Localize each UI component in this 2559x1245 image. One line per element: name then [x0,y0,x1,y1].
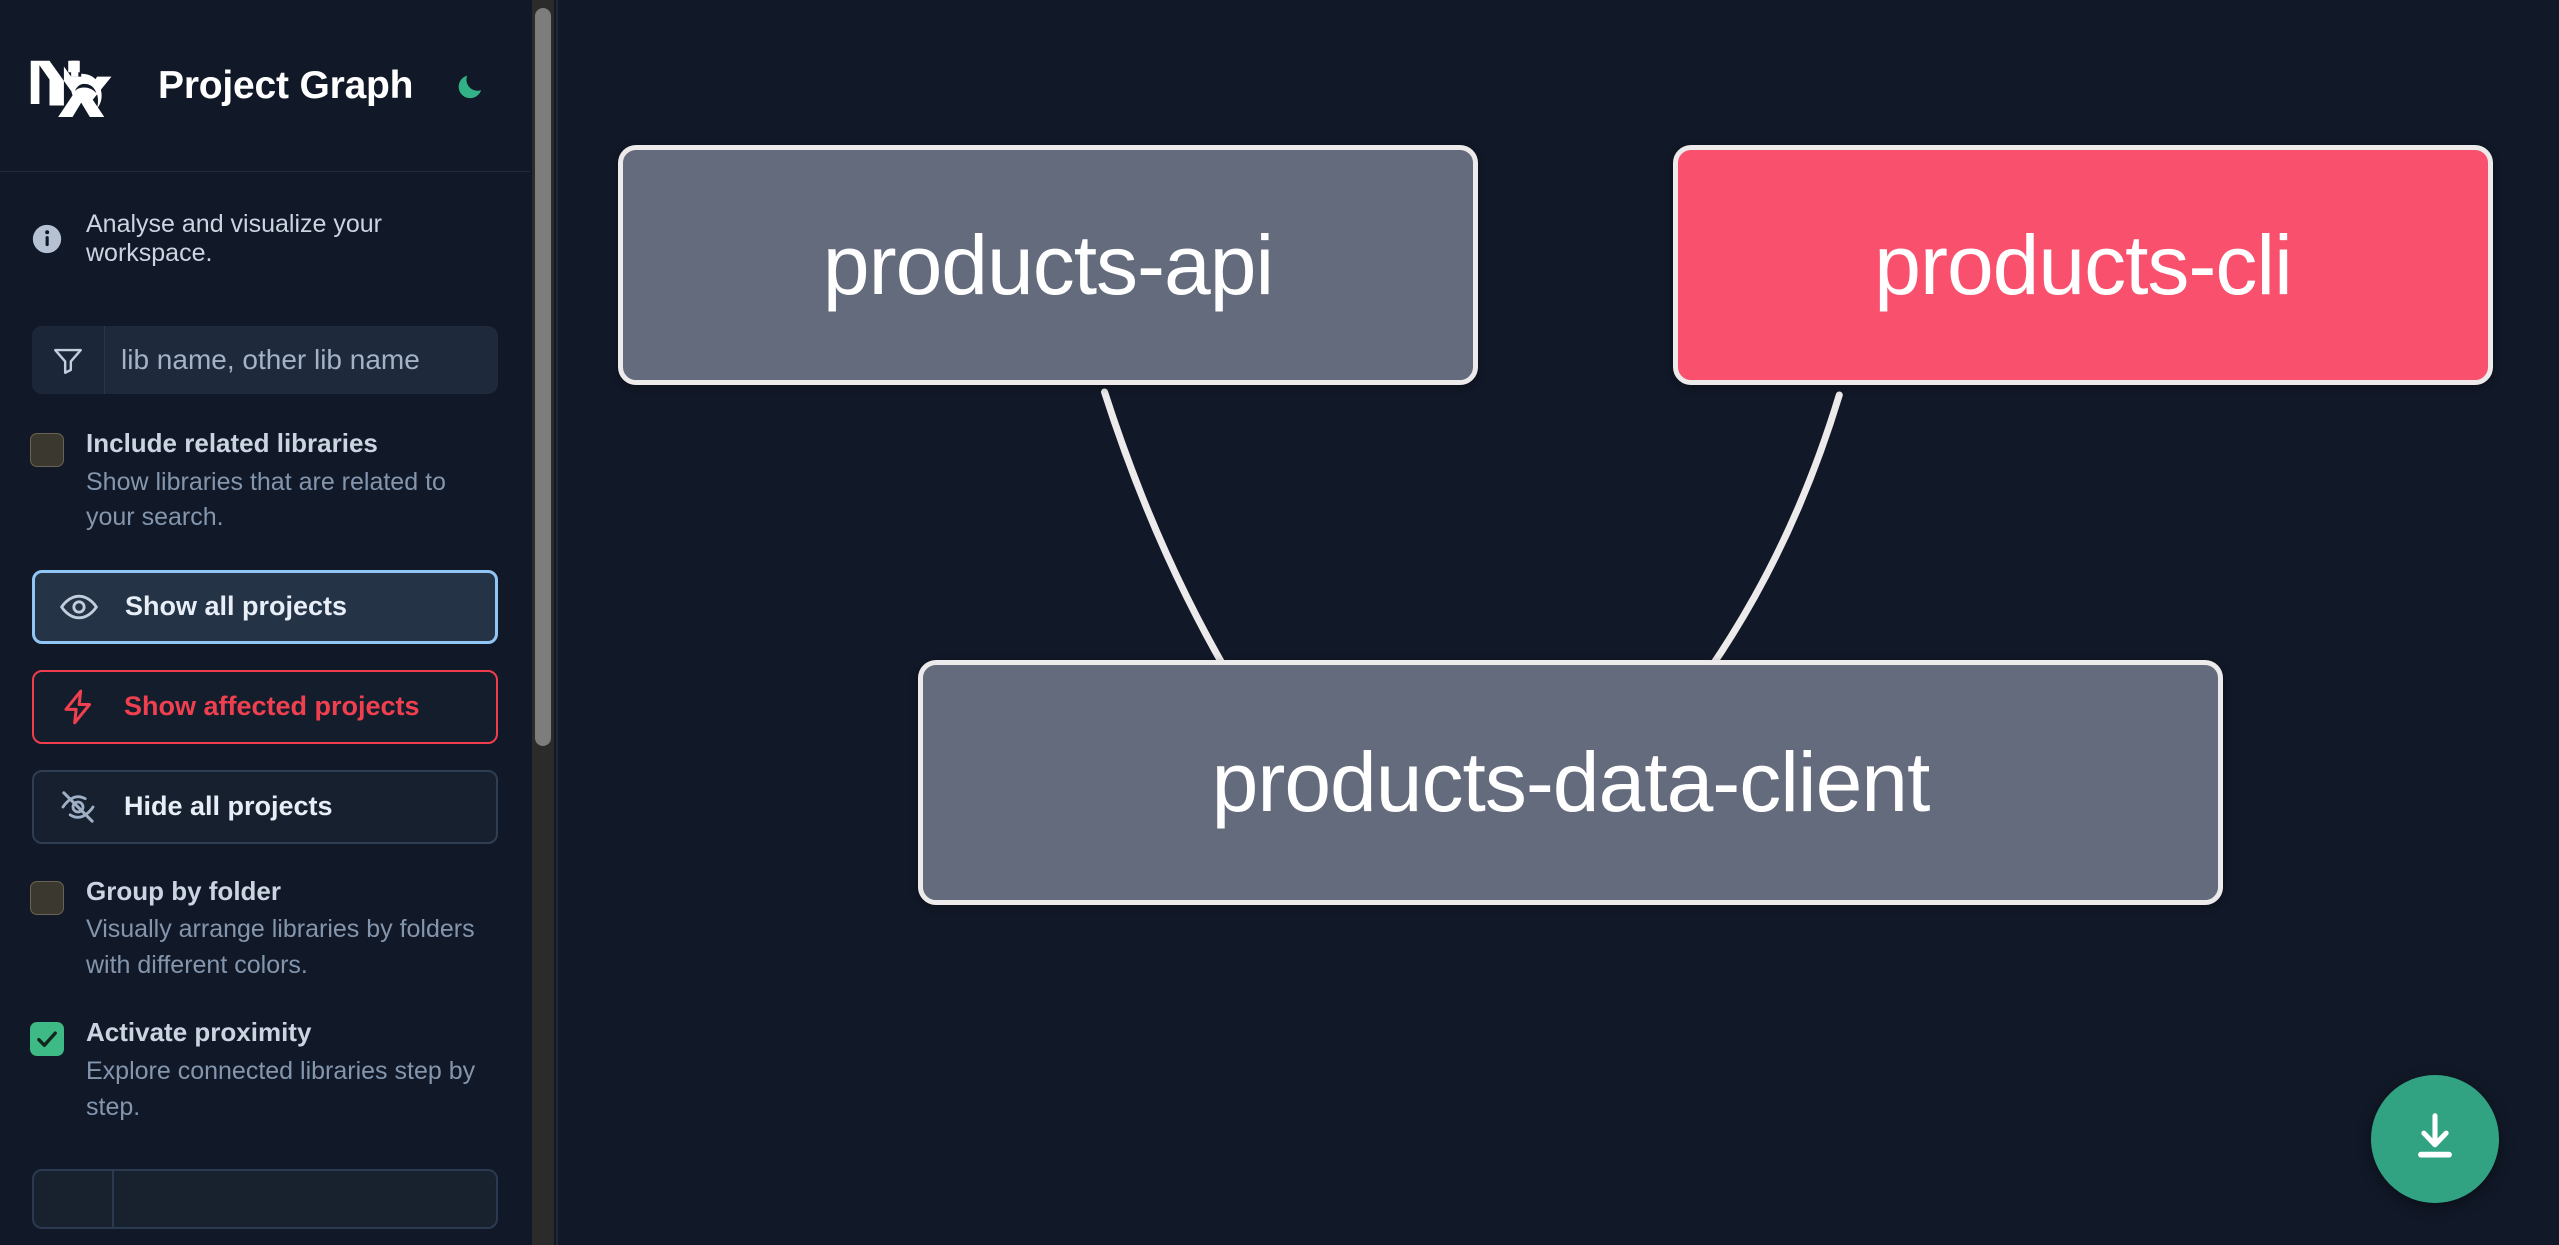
checkbox-row-group-by-folder[interactable]: Group by folder Visually arrange librari… [0,870,530,984]
graph-node-label: products-data-client [1211,735,1931,829]
show-all-projects-label: Show all projects [125,591,348,622]
group-by-folder-description: Visually arrange libraries by folders wi… [86,915,475,979]
eye-off-icon [58,787,104,827]
graph-node-products-api[interactable]: products-api [618,145,1478,385]
eye-icon [59,587,105,627]
checkbox-text-block: Activate proximity Explore connected lib… [86,1017,498,1125]
checkbox-row-activate-proximity[interactable]: Activate proximity Explore connected lib… [0,983,530,1125]
sidebar-scrollbar-track[interactable] [532,0,554,1245]
show-affected-projects-label: Show affected projects [124,691,420,722]
show-all-projects-button[interactable]: Show all projects [32,569,498,644]
project-visibility-buttons: Show all projects Show affected projects [0,536,530,844]
group-by-folder-checkbox[interactable] [30,880,64,915]
proximity-range-control[interactable] [32,1169,498,1230]
info-icon [30,222,64,256]
checkbox-row-include-related-libraries[interactable]: Include related libraries Show libraries… [0,394,530,536]
checkbox-text-block: Include related libraries Show libraries… [86,428,498,536]
sidebar-scrollbar-thumb[interactable] [535,8,551,746]
moon-icon[interactable] [449,65,491,107]
download-icon [2406,1108,2464,1171]
check-icon [37,1031,57,1048]
nx-logo-icon [30,55,118,117]
sidebar-scroll-area[interactable]: Project Graph Analyse and visualize yo [0,0,556,1245]
tagline: Analyse and visualize your workspace. [0,172,530,268]
include-related-libraries-checkbox[interactable] [30,433,64,467]
show-affected-projects-button[interactable]: Show affected projects [32,669,498,744]
graph-canvas[interactable]: products-api products-cli products-data-… [558,0,2559,1245]
activate-proximity-checkbox[interactable] [30,1022,64,1057]
tagline-text: Analyse and visualize your workspace. [86,210,382,267]
activate-proximity-description: Explore connected libraries step by step… [86,1057,476,1121]
page-title: Project Graph [158,63,414,107]
include-related-libraries-description: Show libraries that are related to your … [86,467,446,532]
hide-all-projects-label: Hide all projects [124,791,333,822]
include-related-libraries-label: Include related libraries [86,428,378,458]
filter-icon [32,326,105,394]
group-by-folder-label: Group by folder [86,875,281,906]
hide-all-projects-button[interactable]: Hide all projects [32,769,498,844]
graph-node-label: products-api [822,217,1274,312]
sidebar: Project Graph Analyse and visualize yo [0,0,558,1245]
graph-node-products-data-client[interactable]: products-data-client [918,660,2223,905]
sidebar-header: Project Graph [0,0,530,172]
graph-node-label: products-cli [1874,217,2292,312]
activate-proximity-label: Activate proximity [86,1017,312,1048]
search-input[interactable] [105,326,498,394]
lightning-bolt-icon [58,687,104,727]
graph-node-products-cli[interactable]: products-cli [1673,145,2493,385]
range-control-divider [34,1171,114,1228]
search-field-wrapper[interactable] [32,326,498,394]
download-graph-button[interactable] [2371,1075,2499,1203]
checkbox-text-block: Group by folder Visually arrange librari… [86,876,498,984]
